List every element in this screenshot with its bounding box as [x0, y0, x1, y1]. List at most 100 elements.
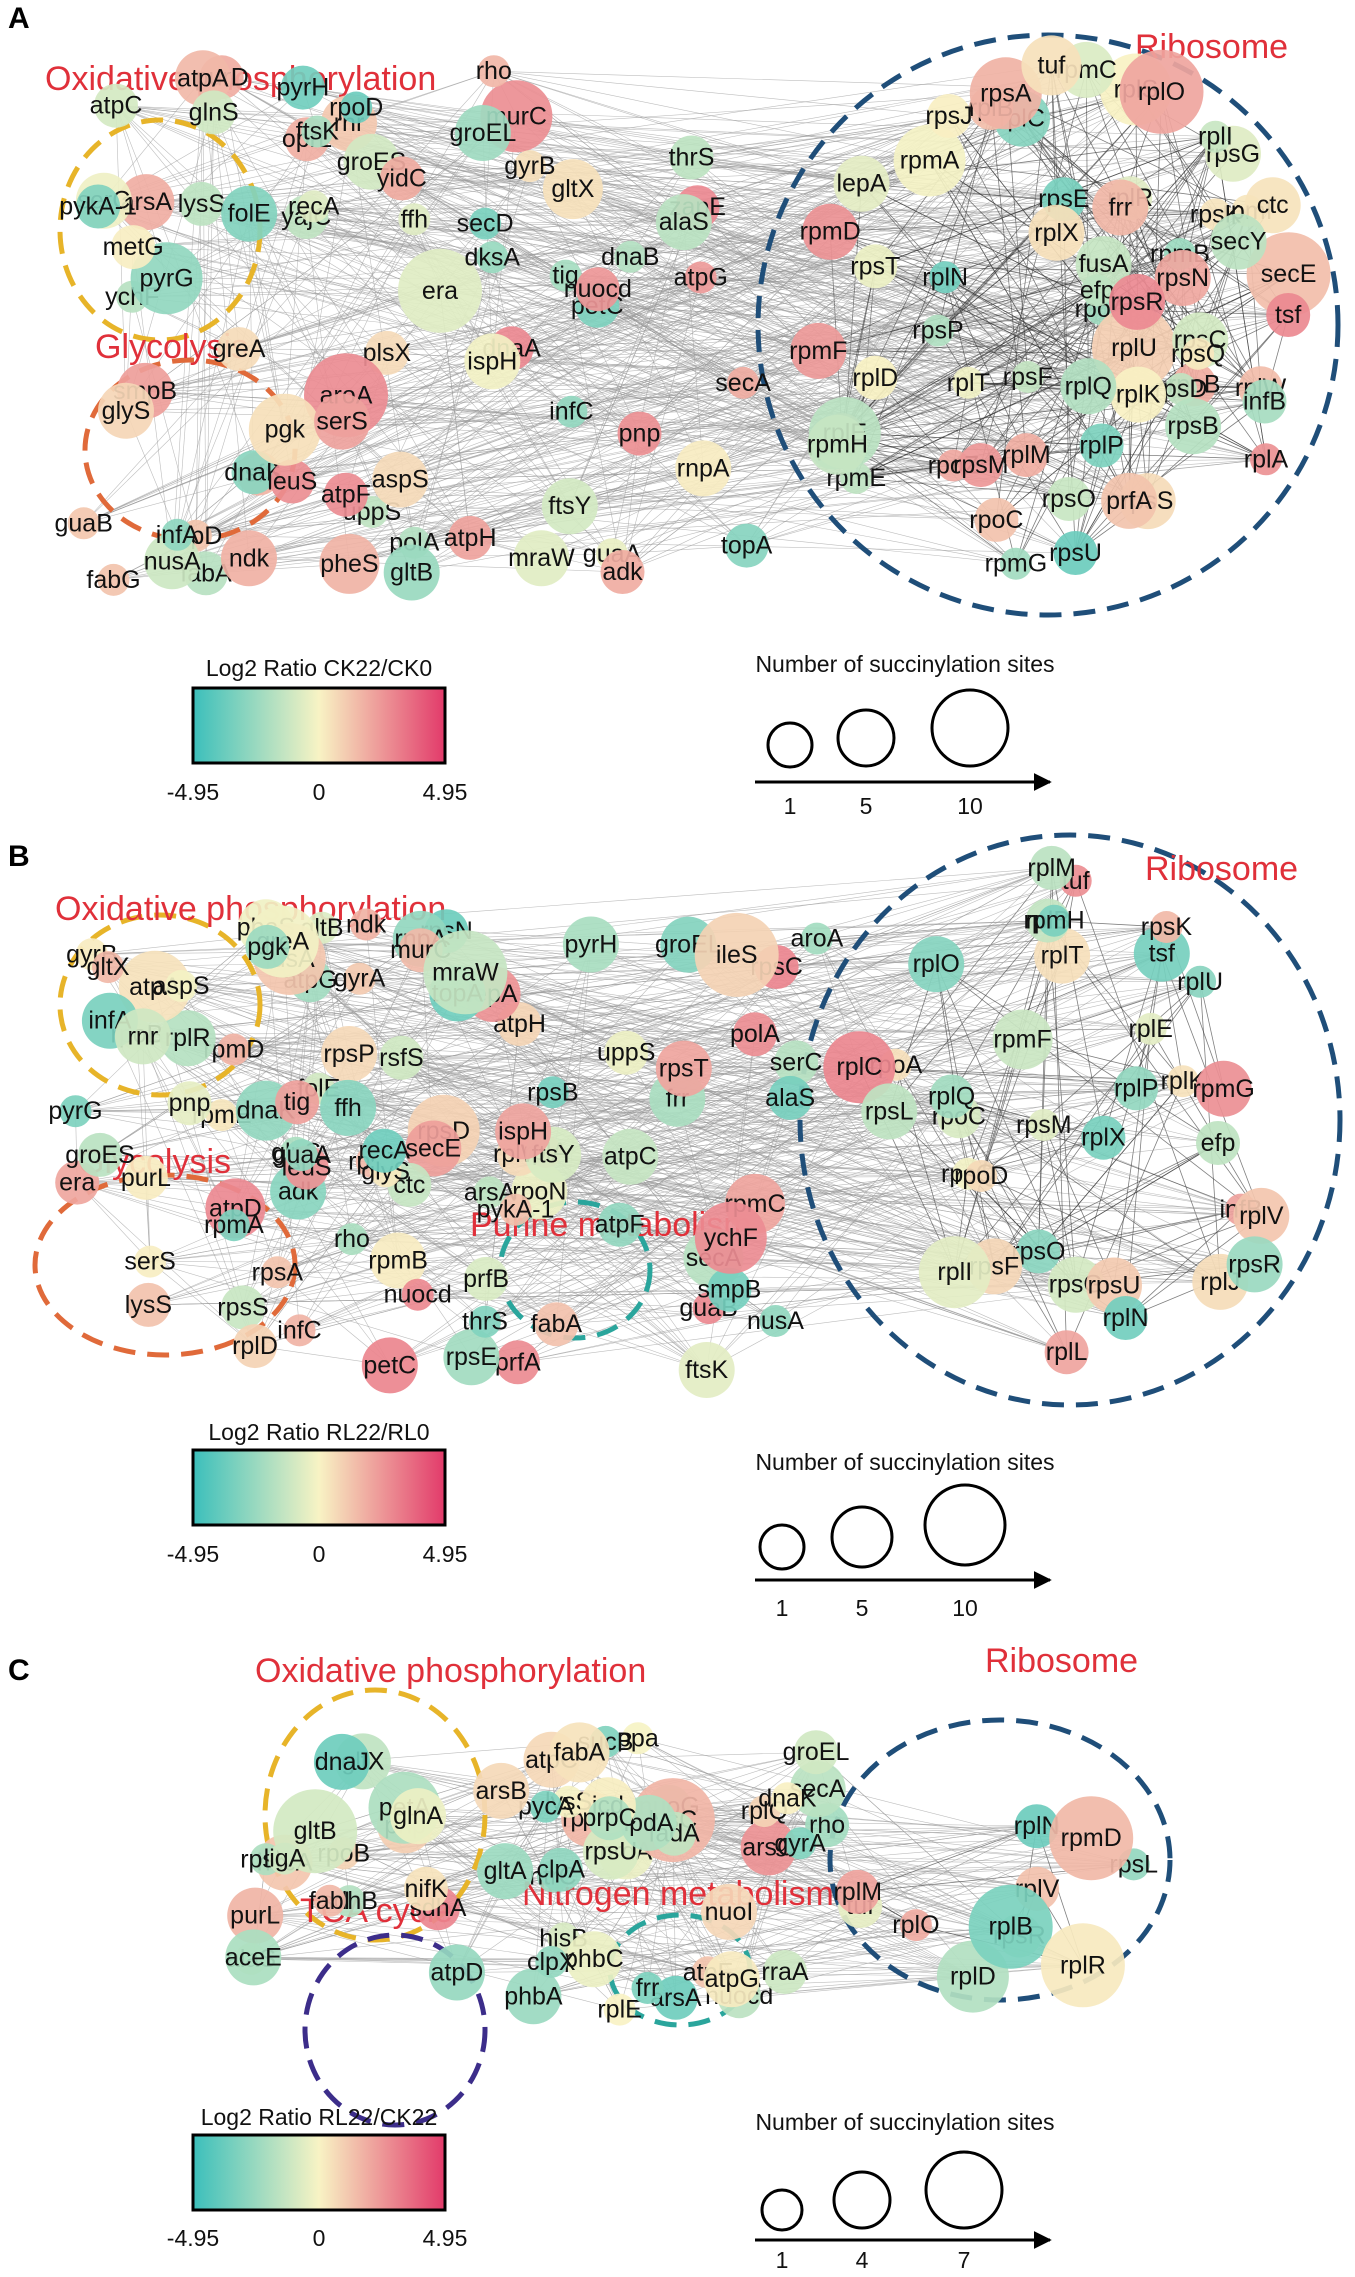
network-node[interactable]: lysS — [178, 181, 225, 226]
network-node[interactable]: rplM — [1027, 845, 1076, 890]
network-node[interactable]: rplM — [833, 1869, 882, 1914]
network-node[interactable]: atpD — [428, 1944, 485, 2001]
network-node[interactable]: mraW — [508, 530, 575, 587]
network-node[interactable]: atpG — [703, 1951, 760, 2008]
network-node[interactable]: infC — [277, 1314, 322, 1347]
network-node[interactable]: rplD — [852, 355, 898, 400]
network-node[interactable]: rplO — [908, 936, 965, 993]
network-node[interactable]: leuS — [267, 459, 317, 504]
network-node[interactable]: prfA — [495, 1340, 541, 1385]
network-node[interactable]: ftsK — [678, 1342, 735, 1398]
network-node[interactable]: glyS — [98, 382, 154, 439]
network-node[interactable]: thrS — [462, 1305, 508, 1338]
network-node[interactable]: rpmA — [893, 124, 966, 197]
network-node[interactable]: yidC — [377, 156, 427, 201]
network-node[interactable]: fabI — [309, 1884, 351, 1917]
network-node[interactable]: rplA — [1244, 443, 1289, 476]
network-node[interactable]: rpsL — [1109, 1848, 1158, 1881]
network-node[interactable]: atpH — [444, 515, 497, 560]
network-node[interactable]: fabA — [549, 1722, 610, 1783]
network-node[interactable]: efp — [1080, 274, 1115, 307]
network-node[interactable]: rpmG — [1192, 1060, 1255, 1117]
network-node[interactable]: rplK — [1110, 366, 1167, 423]
network-node[interactable]: pyrG — [48, 1095, 103, 1128]
network-node[interactable]: ychF — [694, 1201, 767, 1274]
network-node[interactable]: rpmH — [1024, 904, 1085, 937]
network-node[interactable]: thrS — [669, 135, 715, 180]
network-node[interactable]: rplI — [1198, 120, 1233, 153]
network-node[interactable]: rpsF — [1003, 361, 1053, 393]
network-node[interactable]: groES — [65, 1132, 135, 1177]
network-node[interactable]: rpsN — [1154, 250, 1211, 306]
network-node[interactable]: ftsK — [296, 115, 339, 148]
network-node[interactable]: atpF — [321, 472, 371, 517]
network-node[interactable]: atpC — [602, 1128, 659, 1185]
network-node[interactable]: ftsY — [541, 478, 598, 535]
network-node[interactable]: nuoI — [701, 1883, 757, 1940]
network-node[interactable]: frr — [1092, 179, 1149, 236]
network-node[interactable]: rho — [476, 55, 512, 88]
network-node[interactable]: aspS — [153, 970, 210, 1002]
network-node[interactable]: petC — [361, 1337, 418, 1394]
network-node[interactable]: rplQ — [928, 1074, 975, 1119]
network-node[interactable]: rpsJ — [925, 94, 973, 138]
network-node[interactable]: secA — [715, 366, 771, 399]
network-node[interactable]: aspS — [372, 451, 429, 508]
network-node[interactable]: secE — [405, 1120, 462, 1177]
network-node[interactable]: lysS — [125, 1282, 172, 1327]
network-node[interactable]: rpsE — [443, 1329, 500, 1386]
network-node[interactable]: secE — [1246, 232, 1331, 317]
network-node[interactable]: rplB — [968, 1884, 1053, 1969]
network-node[interactable]: rpsR — [1226, 1236, 1283, 1293]
network-node[interactable]: rplX — [1081, 1115, 1126, 1160]
network-node[interactable]: ndk — [346, 908, 387, 941]
network-node[interactable]: mraW — [423, 930, 508, 1015]
network-node[interactable]: metG — [103, 225, 164, 270]
network-node[interactable]: ffh — [398, 203, 431, 236]
network-node[interactable]: rpmH — [807, 414, 868, 475]
network-node[interactable]: rplT — [947, 366, 990, 399]
network-node[interactable]: rpsB — [527, 1076, 579, 1109]
network-node[interactable]: gyrB — [504, 150, 556, 183]
network-node[interactable]: dnaB — [601, 240, 659, 273]
network-node[interactable]: groEL — [450, 105, 517, 161]
network-node[interactable]: rpsK — [1141, 911, 1193, 943]
network-node[interactable]: phbA — [504, 1968, 563, 2025]
network-node[interactable]: fabG — [86, 563, 141, 596]
network-node[interactable]: rplE — [597, 1993, 642, 2026]
network-node[interactable]: rpsA — [252, 1256, 304, 1289]
network-node[interactable]: rpsU — [1049, 531, 1102, 575]
network-node[interactable]: recA — [288, 190, 340, 223]
network-node[interactable]: rpsO — [1042, 477, 1096, 521]
network-node[interactable]: infB — [1242, 379, 1287, 424]
network-node[interactable]: tuf — [1021, 35, 1082, 96]
network-node[interactable]: rpsP — [912, 314, 964, 347]
network-node[interactable]: rplO — [1119, 49, 1204, 134]
network-node[interactable]: dnaK — [758, 1782, 817, 1815]
network-node[interactable]: rpsR — [1109, 273, 1165, 330]
network-node[interactable]: ctc — [1244, 177, 1301, 234]
network-node[interactable]: atpF — [595, 1202, 645, 1247]
network-node[interactable]: ndk — [221, 530, 277, 587]
network-node[interactable]: dnaJ — [313, 1733, 370, 1790]
network-node[interactable]: rnr — [114, 1008, 171, 1065]
network-node[interactable]: tig — [275, 1080, 320, 1125]
network-node[interactable]: phbC — [564, 1931, 624, 1988]
network-node[interactable]: uppS — [597, 1030, 655, 1075]
network-node[interactable]: pykA-1 — [59, 184, 137, 229]
network-node[interactable]: nusA — [747, 1305, 804, 1337]
network-node[interactable]: arsB — [473, 1762, 530, 1819]
network-node[interactable]: rpmA — [204, 1209, 264, 1242]
network-node[interactable]: rplO — [892, 1909, 940, 1942]
network-node[interactable]: rho — [334, 1223, 370, 1256]
network-node[interactable]: ligA — [264, 1842, 306, 1875]
network-node[interactable]: rplQ — [1060, 358, 1117, 415]
network-node[interactable]: pykA-1 — [477, 1193, 555, 1226]
network-node[interactable]: rplM — [1002, 433, 1051, 478]
network-node[interactable]: plsX — [363, 330, 412, 375]
network-node[interactable]: rpoD — [329, 91, 383, 124]
network-node[interactable]: rnpA — [675, 440, 732, 497]
network-node[interactable]: topA — [721, 523, 773, 568]
network-node[interactable]: pnp — [617, 411, 662, 456]
network-node[interactable]: aroA — [790, 922, 844, 955]
